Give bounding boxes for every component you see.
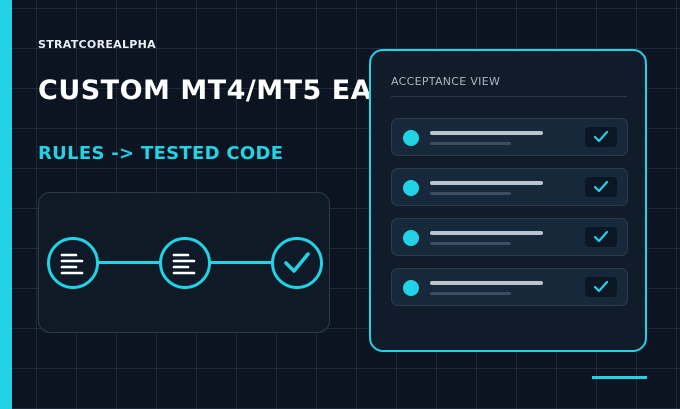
acceptance-item <box>391 118 628 156</box>
subheadline: RULES -> TESTED CODE <box>38 143 284 164</box>
item-line-secondary <box>430 292 511 295</box>
status-dot <box>403 280 419 296</box>
flow-card <box>38 192 330 333</box>
accent-underline <box>592 376 647 379</box>
status-dot <box>403 230 419 246</box>
status-dot <box>403 180 419 196</box>
item-line-primary <box>430 281 543 285</box>
acceptance-item <box>391 168 628 206</box>
item-line-secondary <box>430 142 511 145</box>
acceptance-item <box>391 218 628 256</box>
item-line-secondary <box>430 192 511 195</box>
check-icon <box>593 130 609 143</box>
check-icon <box>593 230 609 243</box>
checkmark-icon <box>284 252 310 273</box>
checkbox[interactable] <box>585 127 617 147</box>
flow-step-1 <box>47 237 99 289</box>
check-icon <box>593 280 609 293</box>
checkbox[interactable] <box>585 277 617 297</box>
text-lines-icon <box>60 253 84 275</box>
text-lines-icon <box>172 253 196 275</box>
acceptance-panel: ACCEPTANCE VIEW <box>369 49 647 352</box>
item-line-primary <box>430 181 543 185</box>
panel-title: ACCEPTANCE VIEW <box>391 75 501 88</box>
panel-divider <box>391 96 627 97</box>
checkbox[interactable] <box>585 177 617 197</box>
check-icon <box>593 180 609 193</box>
flow-step-2 <box>159 237 211 289</box>
item-line-primary <box>430 231 543 235</box>
status-dot <box>403 130 419 146</box>
item-line-secondary <box>430 242 511 245</box>
item-line-primary <box>430 131 543 135</box>
headline: CUSTOM MT4/MT5 EA <box>38 75 373 106</box>
brand-name: STRATCOREALPHA <box>38 38 156 51</box>
acceptance-item <box>391 268 628 306</box>
flow-step-3 <box>271 237 323 289</box>
accent-bar <box>0 0 12 409</box>
checkbox[interactable] <box>585 227 617 247</box>
